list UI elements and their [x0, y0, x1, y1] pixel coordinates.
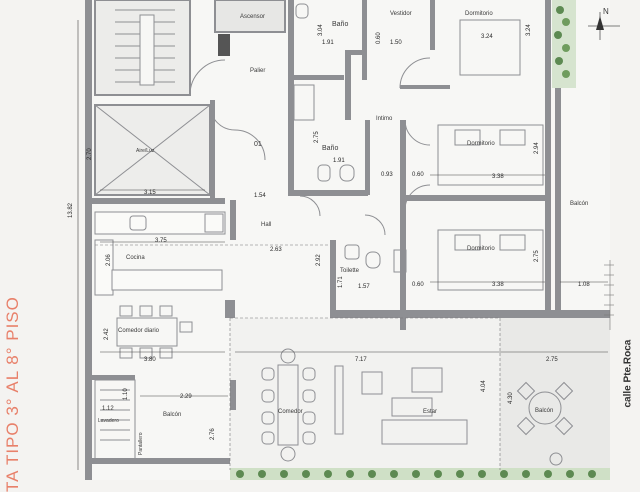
scale-ruler [604, 260, 614, 330]
north-label: N [603, 7, 609, 16]
dim-2-29: 2.29 [180, 394, 192, 400]
dim-1-54: 1.54 [254, 193, 266, 199]
dim-1-91-mid: 1.91 [333, 158, 345, 164]
air-light-shaft [94, 104, 211, 196]
dim-3-24-v: 3.24 [526, 24, 532, 36]
room-bano-top: Baño [332, 21, 348, 28]
room-intimo: Intimo [376, 116, 393, 122]
dim-2-75-dorm: 2.75 [534, 250, 540, 262]
dim-2-75-balcon: 2.75 [546, 357, 558, 363]
dim-2-42: 2.42 [104, 328, 110, 340]
room-palier: Palier [250, 68, 265, 74]
dim-3-75: 3.75 [155, 238, 167, 244]
floor-plan: N Ascensor Palier Baño Vestidor Dormitor… [68, 0, 620, 480]
dashed-guides [95, 244, 501, 470]
room-comedor: Comedor [278, 409, 303, 415]
room-balcon-bottom-left: Balcón [163, 412, 181, 418]
breakfast-table [116, 305, 193, 359]
dim-0-60-top: 0.60 [376, 32, 382, 44]
dim-1-71: 1.71 [338, 276, 344, 288]
room-lavadero: Lavadero [98, 418, 119, 424]
room-hall: Hall [261, 222, 271, 228]
dim-3-24: 3.24 [481, 34, 493, 40]
room-bano-mid: Baño [322, 145, 338, 152]
dim-1-08: 1.08 [578, 282, 590, 288]
dim-2-06: 2.06 [106, 254, 112, 266]
room-dormitorio-low: Dormitorio [467, 246, 495, 252]
room-vestidor: Vestidor [390, 11, 412, 17]
dim-3-38-low: 3.38 [492, 282, 504, 288]
balcony-table [516, 381, 574, 466]
stairwell [94, 0, 191, 96]
room-balcon-right: Balcón [570, 201, 588, 207]
room-comedor-diario: Comedor diario [118, 328, 160, 334]
dim-2-75-bano: 2.75 [314, 131, 320, 143]
greenery-right [552, 0, 576, 88]
greenery-bottom [230, 468, 610, 480]
dim-1-10: 1.10 [123, 388, 129, 400]
room-dormitorio-mid: Dormitorio [467, 141, 495, 147]
room-dormitorio-top: Dormitorio [465, 11, 493, 17]
room-ascensor: Ascensor [240, 14, 265, 20]
dim-1-50: 1.50 [390, 40, 402, 46]
room-pantallero: Pantallero [138, 432, 144, 455]
balcony-floor [500, 318, 610, 480]
unit-number: 01 [254, 141, 262, 148]
side-title: TA TIPO 3° AL 8° PISO [3, 296, 22, 492]
room-balcon-bottom-right: Balcón [535, 408, 553, 414]
hatched-walls [94, 379, 136, 461]
dim-4-04: 4.04 [481, 380, 487, 392]
bathroom-fixtures [293, 3, 407, 273]
dim-1-12: 1.12 [102, 406, 114, 412]
door-swings [189, 57, 431, 236]
dim-2-92: 2.92 [316, 254, 322, 266]
dim-0-93: 0.93 [381, 172, 393, 178]
dim-2-63: 2.63 [270, 247, 282, 253]
kitchen-counters [94, 211, 226, 296]
dining-table [261, 348, 316, 462]
dim-2-76: 2.76 [210, 428, 216, 440]
dim-7-17: 7.17 [355, 357, 367, 363]
dimension-lines [77, 20, 608, 470]
dim-2-94: 2.94 [534, 142, 540, 154]
north-arrow-icon: N [588, 7, 620, 40]
dim-4-30: 4.30 [508, 392, 514, 404]
room-cocina: Cocina [126, 255, 145, 261]
dim-0-60-low: 0.60 [412, 282, 424, 288]
beds [437, 19, 544, 291]
room-aire-luz: Aire/Luz [136, 148, 155, 154]
elevator [214, 0, 286, 56]
dim-3-15: 3.15 [144, 190, 156, 196]
street-label: calle Pte.Roca [622, 339, 634, 408]
walls [85, 0, 610, 480]
living-furniture [334, 365, 468, 445]
dim-3-04: 3.04 [318, 24, 324, 36]
room-estar: Estar [423, 409, 437, 415]
dim-1-57: 1.57 [358, 284, 370, 290]
dim-0-60-mid: 0.60 [412, 172, 424, 178]
dim-1-91-top: 1.91 [322, 40, 334, 46]
dim-13-82: 13.82 [68, 202, 74, 218]
dim-2-70: 2.70 [87, 148, 93, 160]
dim-3-80: 3.80 [144, 357, 156, 363]
room-toilette: Toilette [340, 268, 360, 274]
living-area-floor [230, 318, 500, 480]
dim-3-38-mid: 3.38 [492, 174, 504, 180]
